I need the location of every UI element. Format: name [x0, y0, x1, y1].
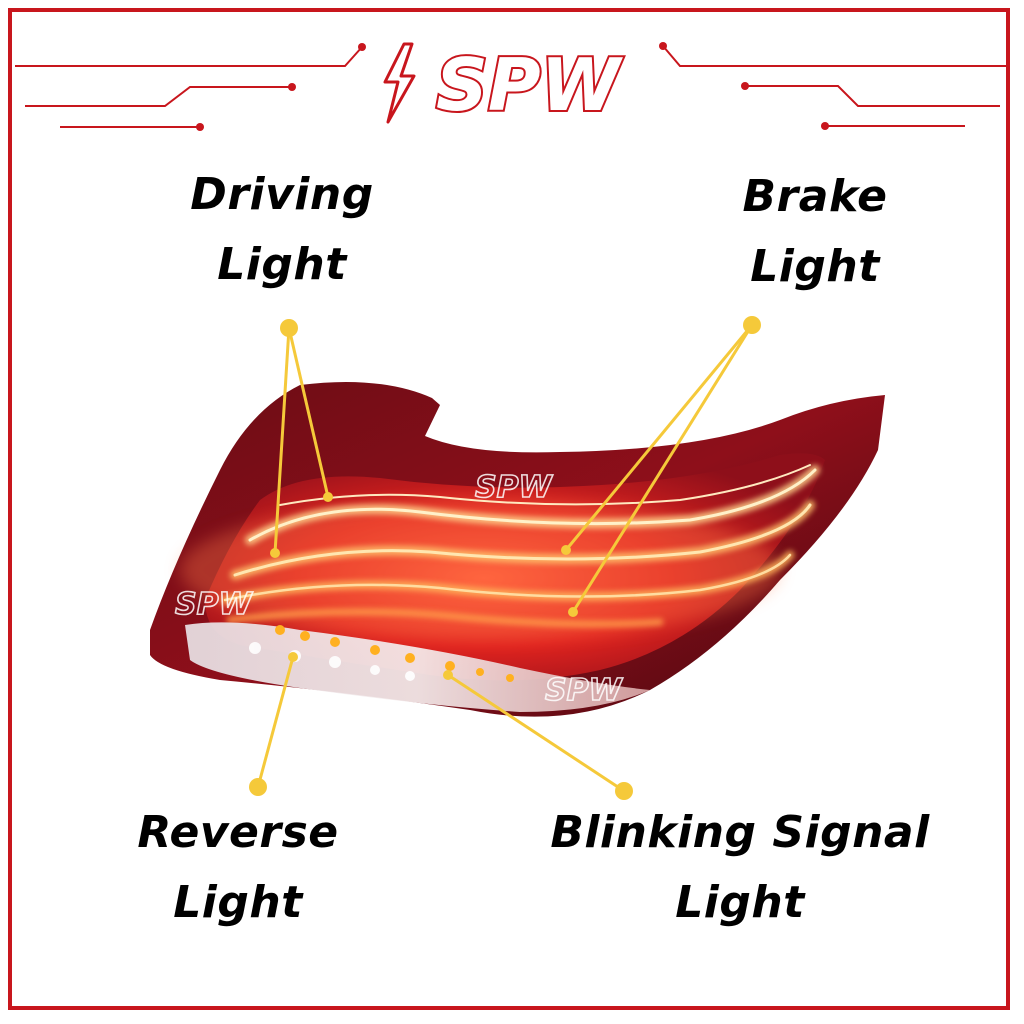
label-brake-light: Brake Light — [700, 162, 930, 302]
brand-logo: SPW — [436, 43, 624, 127]
watermark-bottom: SPW — [545, 673, 624, 708]
label-reverse-line2: Light — [173, 877, 303, 928]
taillight-lamp — [150, 381, 885, 717]
label-blinking-signal-light: Blinking Signal Light — [520, 798, 960, 938]
label-reverse-line1: Reverse — [137, 807, 339, 858]
watermark-top: SPW — [475, 470, 554, 505]
callout-dots — [249, 316, 761, 800]
label-brake-line1: Brake — [742, 171, 888, 222]
label-reverse-light: Reverse Light — [118, 798, 358, 938]
watermark-left: SPW — [175, 587, 254, 622]
label-driving-line2: Light — [217, 239, 347, 290]
header-decoration — [15, 45, 1008, 128]
label-signal-line1: Blinking Signal — [550, 807, 930, 858]
label-brake-line2: Light — [750, 241, 880, 292]
header-dots — [196, 42, 829, 131]
label-signal-line2: Light — [675, 877, 805, 928]
label-driving-line1: Driving — [190, 169, 374, 220]
lightning-bolt-icon — [383, 42, 416, 124]
callout-lines — [256, 324, 754, 793]
label-driving-light: Driving Light — [172, 160, 392, 300]
